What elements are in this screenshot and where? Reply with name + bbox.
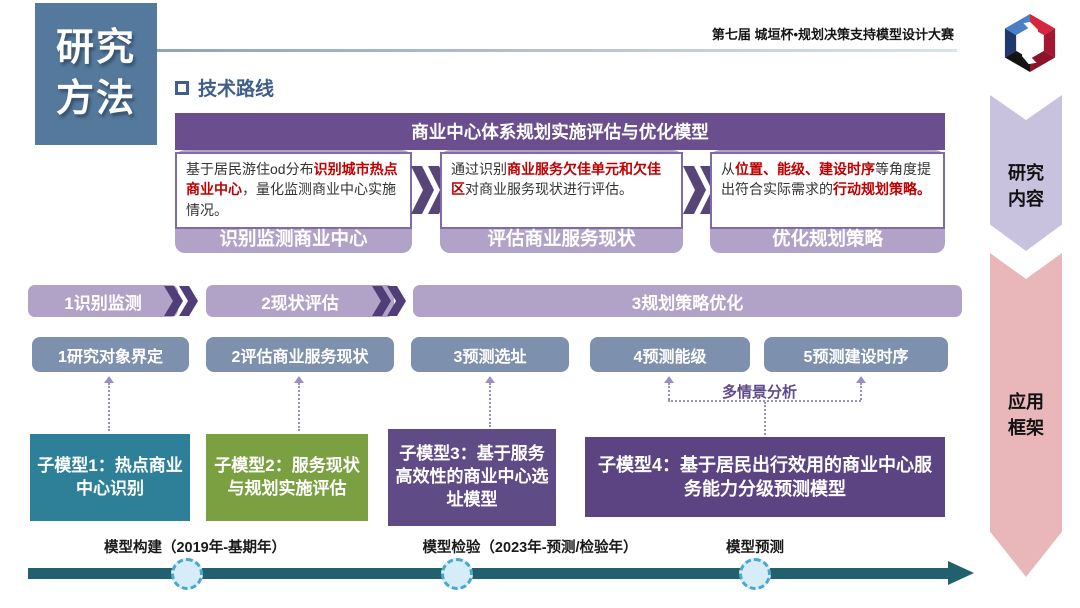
- stage-bar-1: 1识别监测: [28, 285, 178, 317]
- column-description: 基于居民游住od分布识别城市热点商业中心，量化监测商业中心实施情况。: [175, 152, 412, 229]
- column-description: 通过识别商业服务欠佳单元和欠佳区对商业服务现状进行评估。: [440, 152, 683, 229]
- connector-arrowhead: [664, 376, 674, 383]
- connector-arrowhead: [104, 376, 114, 383]
- section-header: 技术路线: [175, 74, 274, 101]
- timeline-node-1: [171, 558, 203, 590]
- submodel-3: 子模型3：基于服务高效性的商业中心选址模型: [388, 429, 556, 526]
- header-divider: [157, 49, 957, 52]
- timeline-phase-label-2: 模型检验（2023年-预测/检验年）: [422, 540, 638, 556]
- desc-text-em: 行动规划策略。: [833, 181, 931, 198]
- model-banner: 商业中心体系规划实施评估与优化模型: [175, 113, 945, 150]
- section-title: 技术路线: [198, 79, 275, 100]
- task-box-1: 1研究对象界定: [32, 337, 189, 372]
- double-chevron-icon: [164, 286, 198, 316]
- task-box-3: 3预测选址: [411, 337, 569, 372]
- section-bullet-icon: [175, 80, 189, 95]
- submodel-4: 子模型4：基于居民出行效用的商业中心服务能力分级预测模型: [585, 437, 945, 517]
- column-label: 优化规划策略: [771, 228, 883, 249]
- task-box-2: 2评估商业服务现状: [206, 337, 394, 372]
- column-label: 评估商业服务现状: [487, 228, 636, 249]
- task-box-4: 4预测能级: [590, 337, 750, 372]
- timeline-bar: [28, 568, 948, 579]
- connector-arrowhead: [856, 376, 866, 383]
- connector-line: [764, 402, 766, 435]
- timeline-phase-label-3: 模型预测: [726, 540, 784, 556]
- double-chevron-icon: [372, 286, 406, 316]
- model-step-column-2: 通过识别商业服务欠佳单元和欠佳区对商业服务现状进行评估。 评估商业服务现状: [440, 150, 683, 253]
- competition-title: 第七届 城垣杯•规划决策支持模型设计大赛: [711, 27, 954, 42]
- connector-line: [668, 400, 861, 402]
- desc-text: 等角度提出符合实际需求的: [721, 161, 931, 198]
- connector-arrowhead: [294, 376, 304, 383]
- desc-text: ，量化监测商业中心实施情况。: [186, 181, 396, 218]
- column-description: 从位置、能级、建设时序等角度提出符合实际需求的行动规划策略。: [710, 152, 945, 229]
- desc-text-em: 位置、能级、建设时序: [735, 161, 875, 177]
- rail-application-framework: 应用 框架: [990, 253, 1062, 577]
- connector-line: [489, 383, 491, 427]
- desc-text: 从: [721, 161, 735, 177]
- rail-research-content: 研究 内容: [990, 95, 1062, 251]
- desc-text: 对商业服务现状进行评估。: [465, 181, 633, 198]
- timeline-node-2: [441, 558, 473, 590]
- page-title: 研究 方法: [35, 3, 157, 145]
- connector-line: [668, 383, 670, 400]
- desc-text-em: 商业服务欠佳单元和欠佳区: [451, 161, 661, 198]
- connector-line: [108, 383, 110, 431]
- stage-bar-2: 2现状评估: [206, 285, 394, 317]
- submodel-1: 子模型1：热点商业中心识别: [30, 434, 190, 521]
- model-step-column-1: 基于居民游住od分布识别城市热点商业中心，量化监测商业中心实施情况。 识别监测商…: [175, 150, 412, 253]
- model-step-column-3: 从位置、能级、建设时序等角度提出符合实际需求的行动规划策略。 优化规划策略: [710, 150, 945, 253]
- task-box-5: 5预测建设时序: [764, 337, 948, 372]
- timeline-arrowhead-icon: [948, 561, 974, 585]
- desc-text: 通过识别: [451, 161, 507, 177]
- desc-text-em: 识别城市热点商业中心: [186, 161, 398, 198]
- column-label: 识别监测商业中心: [219, 228, 368, 249]
- timeline-node-3: [739, 558, 771, 590]
- desc-text: 基于居民游住od分布: [186, 161, 314, 177]
- timeline-phase-label-1: 模型构建（2019年-基期年）: [103, 540, 287, 556]
- connector-arrowhead: [485, 376, 495, 383]
- submodel-2: 子模型2：服务现状与规划实施评估: [206, 434, 368, 521]
- connector-line: [298, 383, 300, 431]
- stage-bar-3: 3规划策略优化: [413, 285, 962, 317]
- connector-line: [860, 383, 862, 400]
- competition-logo-icon: [1004, 13, 1056, 73]
- scenario-note: 多情景分析: [722, 384, 798, 401]
